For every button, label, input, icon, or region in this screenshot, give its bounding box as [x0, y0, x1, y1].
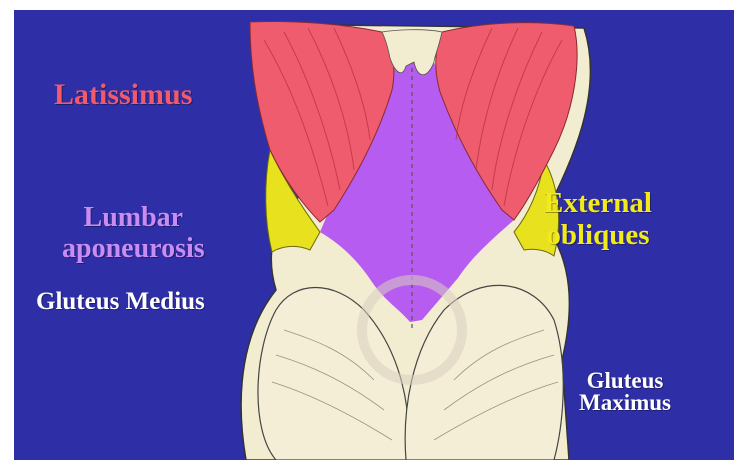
external-label-line1: External: [544, 187, 652, 219]
gluteus-max-label-line1: Gluteus: [579, 370, 671, 392]
lumbar-label-line2: aponeurosis: [62, 233, 205, 264]
gluteus-max-label-line2: Maximus: [579, 392, 671, 414]
lumbar-label-line1: Lumbar: [62, 202, 205, 233]
gluteus-maximus-label: Gluteus Maximus: [579, 370, 671, 414]
external-label-line2: obliques: [544, 219, 652, 251]
latissimus-label: Latissimus: [54, 78, 192, 112]
external-obliques-label: External obliques: [544, 187, 652, 251]
lumbar-aponeurosis-label: Lumbar aponeurosis: [62, 202, 205, 264]
anatomy-illustration-panel: Latissimus Lumbar aponeurosis External o…: [14, 10, 734, 460]
gluteus-medius-label: Gluteus Medius: [36, 288, 205, 316]
